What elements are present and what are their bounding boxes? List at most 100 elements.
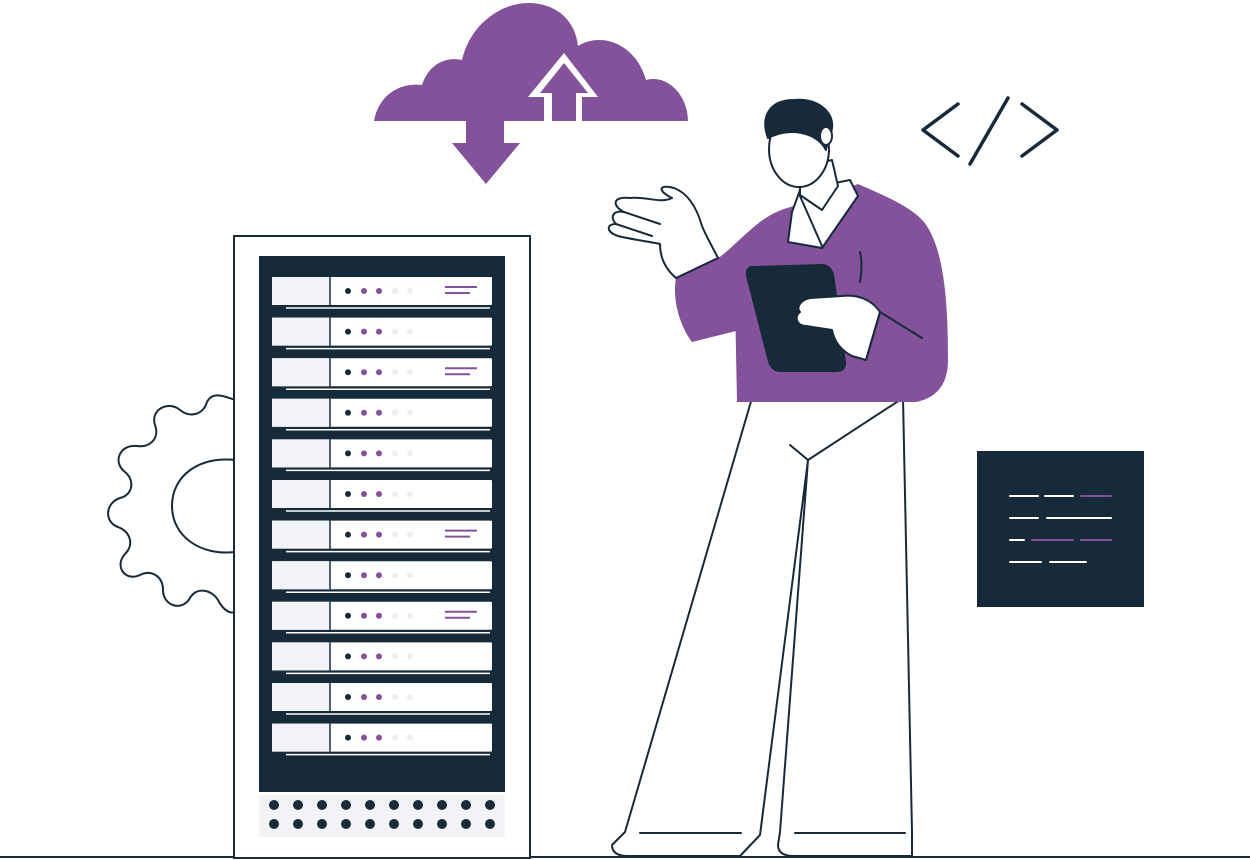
vent-hole	[341, 800, 351, 810]
status-led	[376, 531, 382, 538]
status-led	[361, 734, 367, 741]
status-led	[407, 612, 413, 619]
status-led	[392, 612, 398, 619]
server-unit	[272, 277, 492, 309]
vent-hole	[293, 819, 303, 829]
server-unit-bay	[272, 480, 329, 508]
status-led	[376, 409, 382, 416]
server-unit-bay	[272, 398, 329, 427]
status-led	[407, 491, 413, 497]
server-unit-bay	[272, 277, 329, 305]
status-led	[361, 653, 367, 660]
server-unit-bay	[272, 561, 329, 590]
status-led	[361, 450, 367, 457]
vent-hole	[269, 819, 279, 829]
vent-hole	[341, 819, 351, 829]
code-editor-icon	[977, 451, 1144, 607]
server-unit	[272, 358, 492, 390]
server-unit	[272, 723, 492, 756]
status-led	[407, 694, 413, 700]
vent-hole	[365, 819, 375, 829]
status-led	[345, 288, 351, 294]
status-led	[392, 369, 398, 376]
server-unit-bay	[272, 642, 329, 671]
status-led	[361, 328, 367, 335]
status-led	[392, 572, 398, 579]
person	[607, 98, 948, 857]
status-led	[361, 369, 367, 376]
status-led	[345, 531, 351, 538]
status-led	[376, 653, 382, 660]
status-led	[345, 450, 351, 457]
vent-hole	[485, 819, 495, 829]
status-led	[345, 491, 351, 497]
status-led	[376, 328, 382, 335]
vent-hole	[461, 800, 471, 810]
server-unit-bay	[272, 723, 329, 752]
status-led	[407, 734, 413, 741]
status-led	[392, 694, 398, 700]
vent-hole	[317, 800, 327, 810]
vent-hole	[437, 819, 447, 829]
vent-hole	[437, 800, 447, 810]
status-led	[376, 491, 382, 497]
status-led	[407, 369, 413, 376]
status-led	[376, 288, 382, 294]
status-led	[392, 491, 398, 497]
status-led	[376, 572, 382, 579]
code-brackets-icon	[921, 96, 1059, 166]
cloud-shape	[374, 2, 688, 121]
status-led	[376, 450, 382, 457]
server-unit-bay	[272, 683, 329, 711]
status-led	[407, 572, 413, 579]
status-led	[361, 531, 367, 538]
server-unit	[272, 398, 492, 431]
server-unit-bay	[272, 358, 329, 387]
server-unit	[272, 439, 492, 472]
server-unit	[272, 561, 492, 593]
status-led	[407, 328, 413, 335]
person-left-arm	[674, 222, 760, 342]
rack-units	[272, 277, 492, 756]
server-unit-bay	[272, 317, 329, 346]
status-led	[392, 653, 398, 660]
status-led	[407, 288, 413, 294]
status-led	[345, 734, 351, 741]
server-unit	[272, 480, 492, 512]
server-unit-bay	[272, 439, 329, 468]
status-led	[361, 694, 367, 700]
vent-hole	[485, 800, 495, 810]
status-led	[392, 531, 398, 538]
status-led	[345, 694, 351, 700]
status-led	[376, 734, 382, 741]
status-led	[407, 531, 413, 538]
status-led	[376, 694, 382, 700]
rack-vents	[269, 800, 495, 829]
gear-icon	[107, 394, 236, 614]
status-led	[392, 328, 398, 335]
status-led	[392, 288, 398, 294]
status-led	[345, 572, 351, 579]
status-led	[407, 653, 413, 660]
status-led	[392, 409, 398, 416]
status-led	[376, 612, 382, 619]
person-holding-hand	[795, 294, 881, 361]
cloud-sync-icon	[374, 2, 688, 184]
person-raised-hand	[607, 185, 719, 279]
status-led	[407, 450, 413, 457]
server-unit	[272, 601, 492, 634]
code-panel	[977, 451, 1144, 607]
status-led	[361, 288, 367, 294]
status-led	[361, 572, 367, 579]
server-unit	[272, 642, 492, 675]
status-led	[345, 653, 351, 660]
server-unit-bay	[272, 520, 329, 549]
vent-hole	[413, 800, 423, 810]
server-rack	[233, 235, 531, 859]
vent-hole	[317, 819, 327, 829]
status-led	[361, 409, 367, 416]
status-led	[361, 612, 367, 619]
vent-hole	[389, 819, 399, 829]
vent-hole	[365, 800, 375, 810]
server-unit	[272, 683, 492, 715]
